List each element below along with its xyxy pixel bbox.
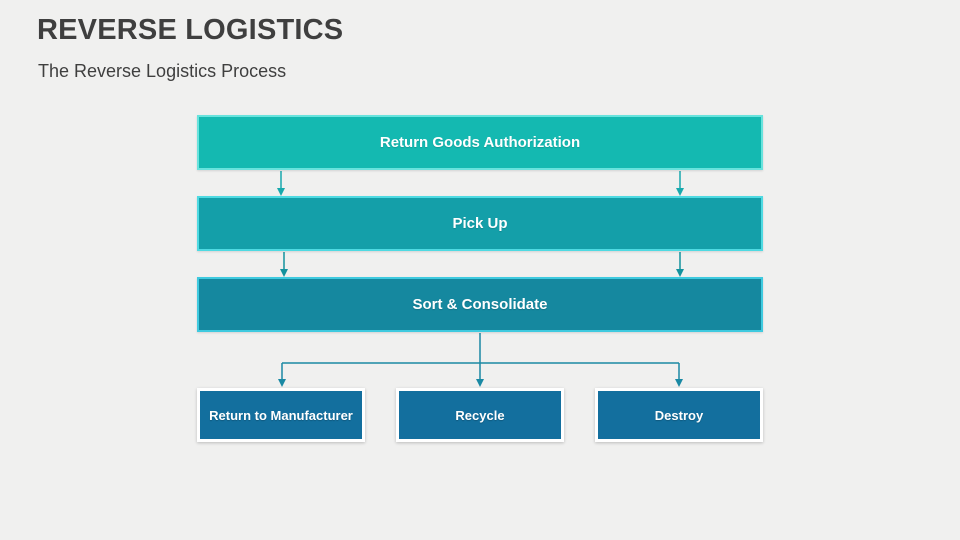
arrowhead-pickup-to-sort-left: [280, 269, 288, 277]
arrowhead-rga-to-pickup-left: [277, 188, 285, 196]
flow-box-label: Return to Manufacturer: [209, 407, 353, 423]
flow-box-recycle: Recycle: [396, 388, 564, 442]
flow-box-label: Sort & Consolidate: [412, 296, 548, 313]
flow-box-label: Recycle: [455, 407, 505, 423]
arrowhead-to-destroy: [675, 379, 683, 387]
flow-box-label: Return Goods Authorization: [379, 134, 581, 151]
arrowhead-to-return-to-manufacturer: [278, 379, 286, 387]
flow-box-sort-consolidate: Sort & Consolidate: [197, 277, 763, 332]
flow-box-label: Pick Up: [452, 215, 508, 232]
flow-box-label: Destroy: [654, 407, 704, 423]
arrowhead-to-recycle: [476, 379, 484, 387]
arrowhead-pickup-to-sort-right: [676, 269, 684, 277]
flow-box-destroy: Destroy: [595, 388, 763, 442]
arrowhead-rga-to-pickup-right: [676, 188, 684, 196]
flow-box-return-goods-authorization: Return Goods Authorization: [197, 115, 763, 170]
slide-subtitle: The Reverse Logistics Process: [38, 61, 287, 81]
flow-box-pick-up: Pick Up: [197, 196, 763, 251]
flow-box-return-to-manufacturer: Return to Manufacturer: [197, 388, 365, 442]
slide-title: REVERSE LOGISTICS: [37, 14, 344, 46]
